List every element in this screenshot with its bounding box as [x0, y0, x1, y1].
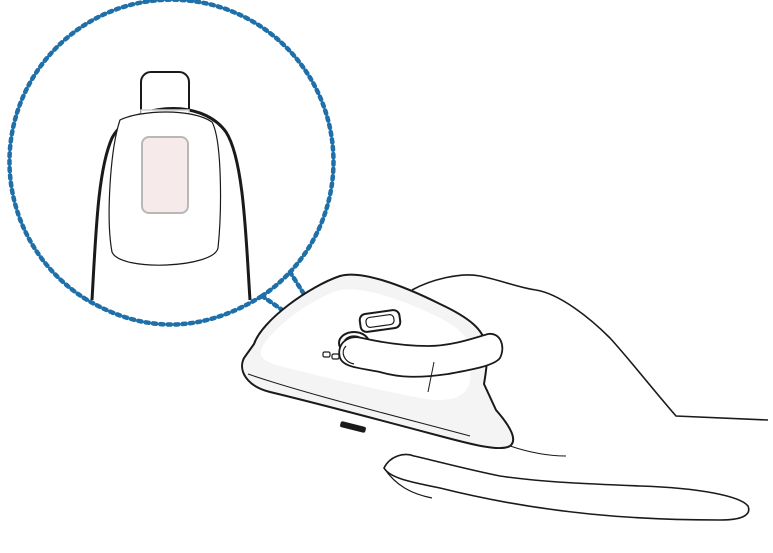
- hand-holding-phone-icon: [242, 275, 768, 520]
- palm: [384, 455, 749, 521]
- phone-side-button: [340, 421, 367, 433]
- finger-on-sensor-icon: [92, 72, 250, 300]
- sensor-pad: [142, 137, 188, 213]
